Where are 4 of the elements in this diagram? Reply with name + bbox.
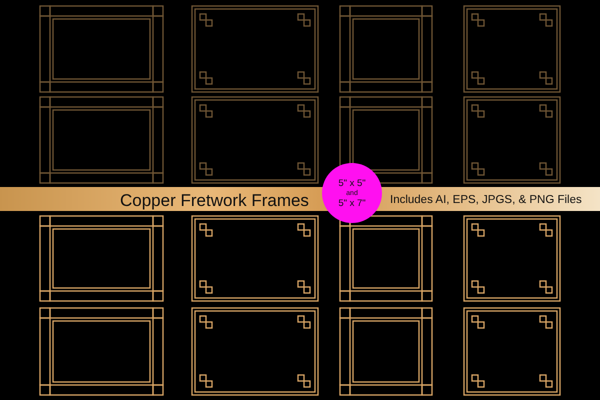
size-text: 5" x 7" [338, 198, 366, 208]
size-text: 5" x 5" [338, 178, 366, 188]
title: Copper Fretwork Frames [120, 191, 309, 211]
file-formats-note: Includes AI, EPS, JPGS, & PNG Files [390, 194, 582, 206]
